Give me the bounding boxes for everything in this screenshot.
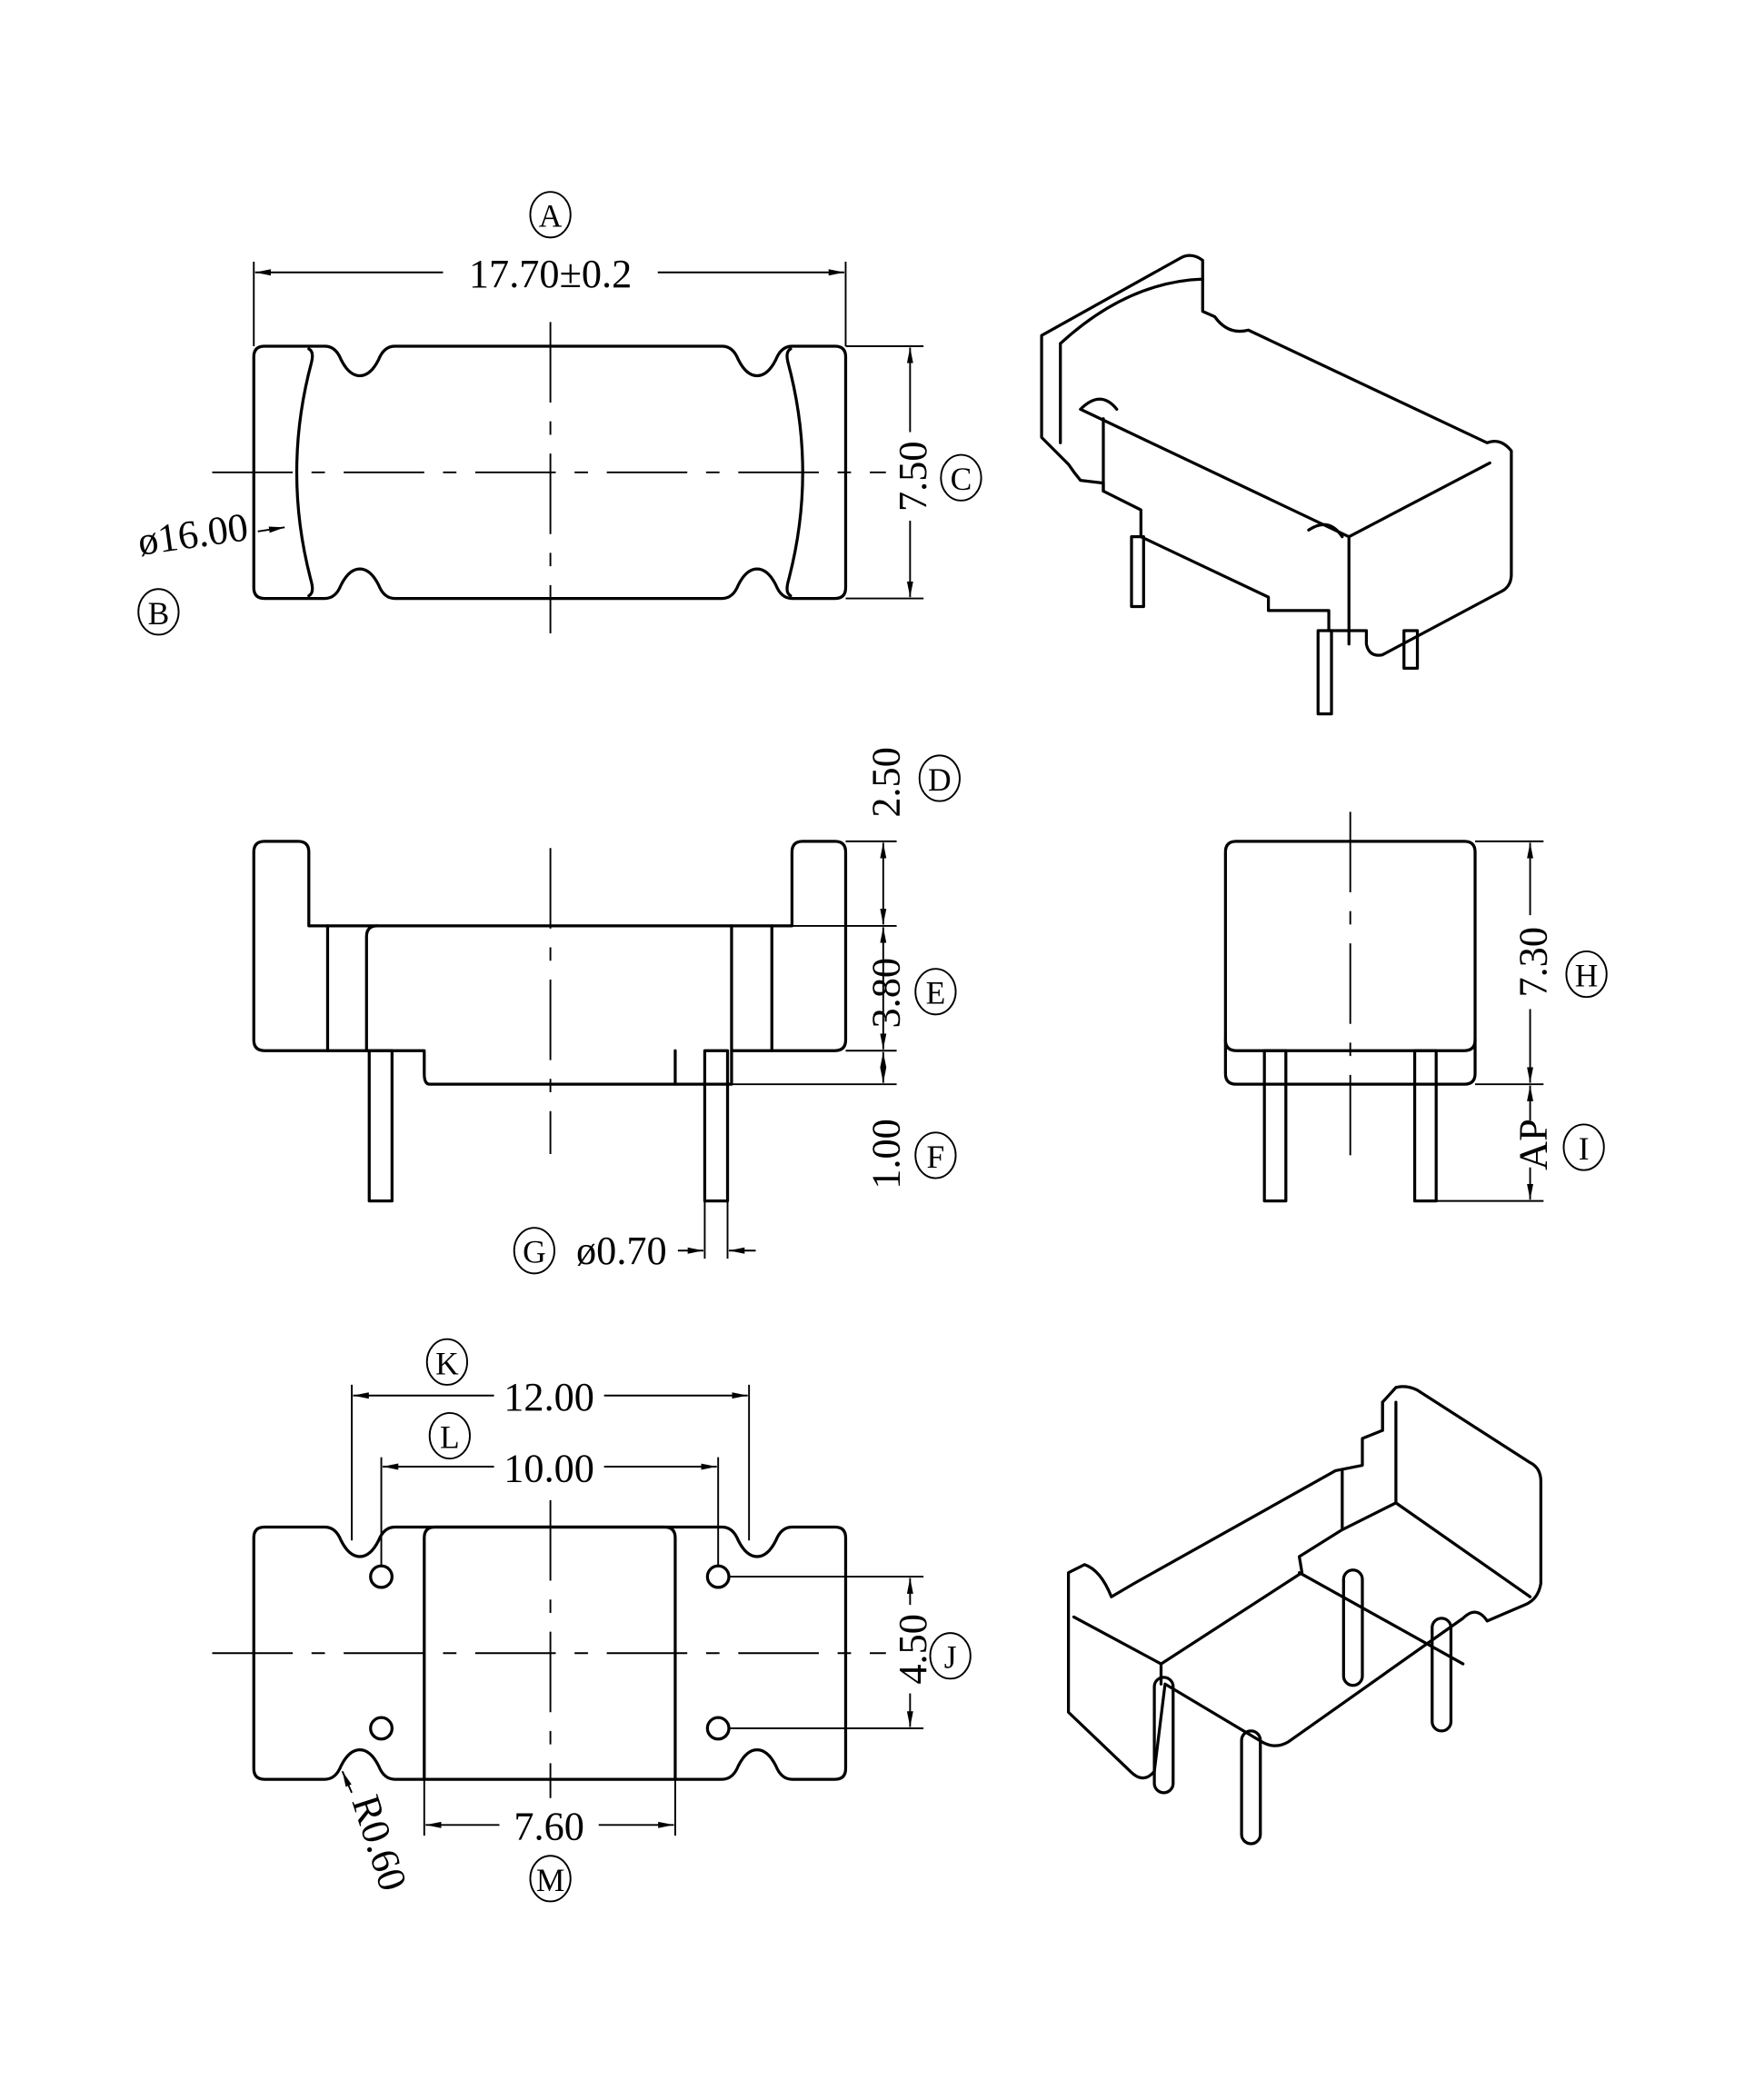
dim-k-value: 12.00 (504, 1375, 594, 1419)
isometric-view-bottom (1066, 1385, 1543, 1846)
svg-text:J: J (944, 1639, 957, 1676)
dim-d-value: 2.50 (864, 747, 909, 818)
callout-d: D (918, 754, 961, 802)
isometric-view-top (1040, 254, 1513, 716)
svg-text:B: B (148, 595, 170, 632)
svg-text:L: L (440, 1419, 460, 1456)
dim-b-value: ø16.00 (135, 504, 251, 563)
callout-l: L (428, 1411, 471, 1460)
svg-text:C: C (951, 461, 972, 497)
dim-m-value: 7.60 (514, 1805, 584, 1849)
callout-f: F (914, 1131, 957, 1179)
svg-text:D: D (928, 761, 952, 798)
svg-text:A: A (539, 198, 563, 234)
callout-g: G (513, 1227, 555, 1275)
dim-f-value: 1.00 (864, 1119, 909, 1189)
svg-text:F: F (927, 1139, 945, 1175)
side-view: 2.50 3.80 1.00 ø0.70 (252, 747, 909, 1273)
callout-b: B (137, 588, 180, 636)
svg-text:I: I (1579, 1130, 1590, 1167)
radius-value: R0.60 (344, 1790, 416, 1896)
top-view: 17.70±0.2 7.50 ø16.00 (135, 252, 935, 633)
end-view: 7.30 AP (1223, 811, 1555, 1203)
dim-c-value: 7.50 (891, 441, 935, 512)
callout-m: M (529, 1855, 572, 1903)
dim-e-value: 3.80 (864, 958, 909, 1029)
dim-h-value: 7.30 (1511, 927, 1555, 998)
svg-text:H: H (1575, 958, 1599, 994)
svg-text:K: K (435, 1345, 459, 1381)
dim-g-value: ø0.70 (576, 1229, 667, 1273)
dim-i-value: AP (1511, 1119, 1555, 1170)
svg-text:G: G (523, 1234, 546, 1270)
callout-c: C (940, 453, 982, 502)
callout-i: I (1562, 1123, 1605, 1171)
callout-e: E (914, 968, 957, 1016)
svg-text:E: E (926, 975, 946, 1011)
dim-j-value: 4.50 (891, 1614, 935, 1685)
callout-k: K (425, 1338, 469, 1386)
bottom-view: 12.00 10.00 4.50 7.60 R0.60 (212, 1375, 935, 1896)
dim-l-value: 10.00 (504, 1446, 594, 1490)
callout-j: J (929, 1632, 972, 1680)
svg-text:M: M (536, 1862, 565, 1898)
callouts: A B C D E F G H I J K L M (137, 191, 1608, 1903)
dim-a-value: 17.70±0.2 (469, 252, 632, 296)
callout-h: H (1565, 950, 1608, 999)
callout-a: A (529, 191, 572, 239)
